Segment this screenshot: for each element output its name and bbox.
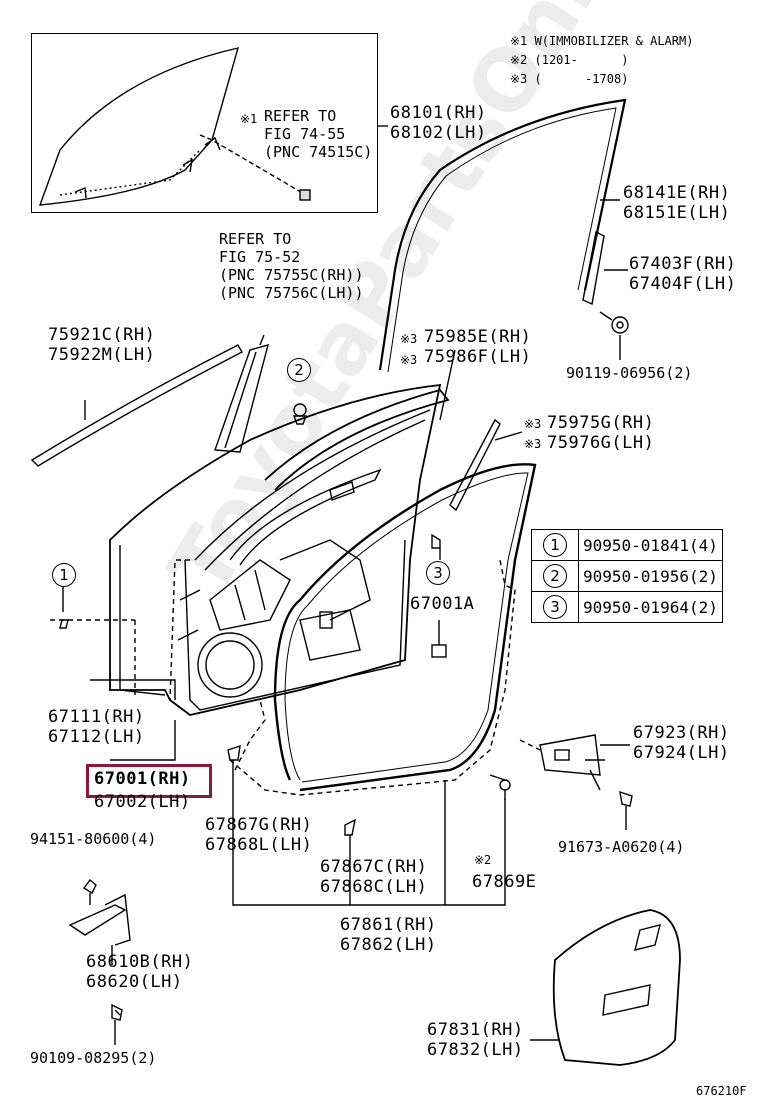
label-67867c[interactable]: 67867C(RH) 67868C(LH) bbox=[320, 857, 428, 897]
window-glass-inset bbox=[31, 33, 378, 213]
refer-fig-75-52: REFER TO FIG 75-52 (PNC 75755C(RH)) (PNC… bbox=[219, 230, 364, 302]
label-75921c[interactable]: 75921C(RH) 75922M(LH) bbox=[48, 325, 156, 365]
door-hinge bbox=[68, 904, 127, 936]
label-67861[interactable]: 67861(RH) 67862(LH) bbox=[340, 915, 437, 955]
legend-number: 3 bbox=[543, 595, 567, 619]
belt-molding bbox=[30, 344, 243, 467]
label-94151[interactable]: 94151-80600(4) bbox=[30, 830, 157, 848]
figure-id: 676210F bbox=[696, 1084, 747, 1098]
label-67403f[interactable]: 67403F(RH) 67404F(LH) bbox=[629, 254, 737, 294]
label-75985e[interactable]: 75985E(RH) 75986F(LH) bbox=[424, 327, 532, 367]
note-1: ※1 W(IMMOBILIZER & ALARM) bbox=[510, 34, 694, 48]
service-hole-cover bbox=[552, 909, 681, 1066]
frame-molding bbox=[378, 98, 627, 371]
label-67001a[interactable]: 67001A bbox=[410, 594, 475, 614]
mark-3a: ※3 bbox=[400, 332, 418, 346]
label-90109[interactable]: 90109-08295(2) bbox=[30, 1049, 157, 1067]
label-67001-rh[interactable]: 67001(RH) bbox=[94, 769, 191, 789]
label-90119[interactable]: 90119-06956(2) bbox=[566, 364, 693, 382]
note-2: ※2 (1201- ) bbox=[510, 53, 629, 67]
label-67923[interactable]: 67923(RH) 67924(LH) bbox=[633, 723, 730, 763]
label-68101[interactable]: 68101(RH) 68102(LH) bbox=[390, 103, 487, 143]
speaker-opening bbox=[197, 632, 263, 698]
label-68610b[interactable]: 68610B(RH) 68620(LH) bbox=[86, 952, 194, 992]
legend-number: 1 bbox=[543, 533, 567, 557]
label-68141e[interactable]: 68141E(RH) 68151E(LH) bbox=[623, 183, 731, 223]
door-weatherstrip bbox=[273, 463, 537, 792]
label-75975g[interactable]: 75975G(RH) 75976G(LH) bbox=[547, 413, 655, 453]
label-91673[interactable]: 91673-A0620(4) bbox=[558, 838, 685, 856]
callout-1: 1 bbox=[52, 563, 76, 587]
label-67831[interactable]: 67831(RH) 67832(LH) bbox=[427, 1020, 524, 1060]
note-3: ※3 ( -1708) bbox=[510, 72, 629, 86]
inset-mark: ※1 bbox=[240, 112, 258, 126]
mark-3d: ※3 bbox=[524, 437, 542, 451]
label-67111[interactable]: 67111(RH) 67112(LH) bbox=[48, 707, 145, 747]
fastener-legend-table: 1 90950-01841(4) 2 90950-01956(2) 3 9095… bbox=[531, 529, 723, 623]
mark-3b: ※3 bbox=[400, 353, 418, 367]
mark-2: ※2 bbox=[474, 853, 492, 867]
door-check bbox=[539, 734, 601, 776]
legend-row[interactable]: 3 90950-01964(2) bbox=[531, 591, 723, 623]
callout-3: 3 bbox=[426, 561, 450, 585]
legend-part: 90950-01956(2) bbox=[578, 560, 723, 592]
inset-refer: REFER TO FIG 74-55 (PNC 74515C) bbox=[264, 107, 373, 161]
label-67002-lh[interactable]: 67002(LH) bbox=[94, 792, 191, 812]
legend-row[interactable]: 1 90950-01841(4) bbox=[531, 529, 723, 561]
callout-2: 2 bbox=[287, 358, 311, 382]
legend-part: 90950-01841(4) bbox=[578, 529, 723, 561]
legend-part: 90950-01964(2) bbox=[578, 591, 723, 623]
door-shell bbox=[109, 383, 442, 716]
mark-3c: ※3 bbox=[524, 417, 542, 431]
label-67867g[interactable]: 67867G(RH) 67868L(LH) bbox=[205, 815, 313, 855]
label-67869e[interactable]: 67869E bbox=[472, 872, 537, 892]
legend-row[interactable]: 2 90950-01956(2) bbox=[531, 560, 723, 592]
legend-number: 2 bbox=[543, 564, 567, 588]
door-glass-outline bbox=[38, 47, 239, 206]
selected-part-highlight bbox=[86, 764, 212, 798]
division-bar bbox=[582, 230, 605, 306]
